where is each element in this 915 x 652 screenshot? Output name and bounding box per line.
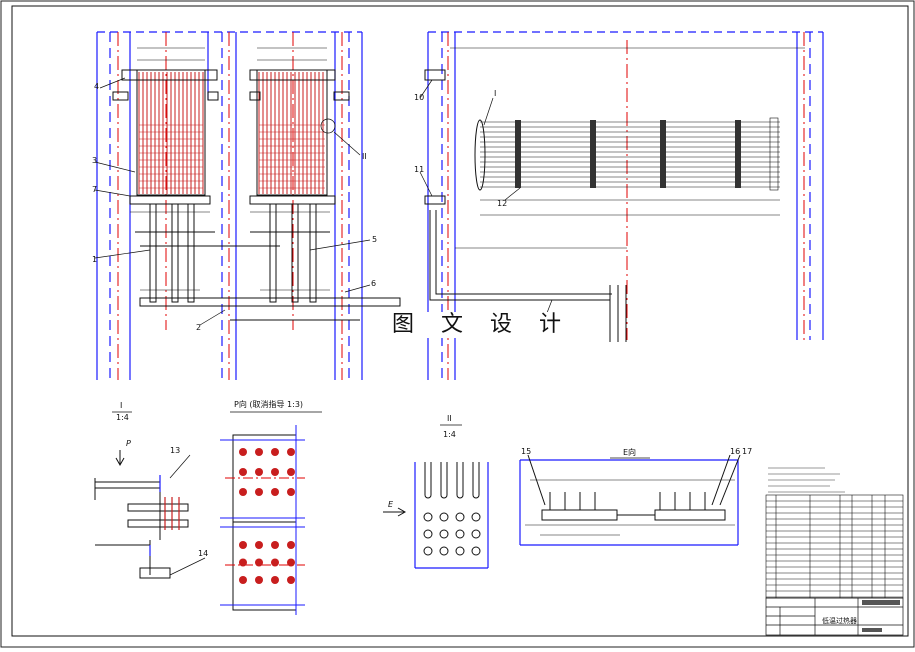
view-P-arrow-label: P [126,439,131,448]
front-view [94,31,401,380]
callout-3: 3 [92,156,97,165]
detail-I [94,411,206,579]
title-block [765,597,904,636]
callout-6: 6 [371,279,376,288]
callout-16: 16 [730,447,740,456]
view-P [220,411,322,615]
callout-1: 1 [92,255,97,264]
bom-table [765,494,904,599]
callout-11: 11 [414,165,424,174]
callout-10: 10 [414,93,424,102]
detail-I-label: I [120,401,122,410]
callout-15: 15 [521,447,531,456]
callout-2: 2 [196,323,201,332]
detail-I-scale: 1:4 [116,413,129,422]
side-view [419,31,824,380]
callout-12: 12 [497,199,507,208]
callout-roman-I: I [494,89,496,98]
callout-17: 17 [742,447,752,456]
callout-5: 5 [372,235,377,244]
callout-7-front: 7 [92,185,97,194]
watermark-text: 图 文 设 计 [388,312,575,338]
view-P-title: P向 (取消指导 1:3) [234,399,303,409]
callout-4: 4 [94,82,99,91]
detail-II-label: II [447,414,452,423]
callout-roman-II: II [362,152,367,161]
view-E [519,454,741,546]
view-E-arrow-label: E [388,500,394,509]
detail-II-scale: 1:4 [443,430,456,439]
detail-II [383,424,489,569]
callout-13: 13 [170,446,180,455]
drawing-name: 低温过热器 [822,616,857,625]
inner-frame [11,5,909,637]
view-E-title: E向 [623,447,636,457]
callout-14: 14 [198,549,208,558]
technical-notes [768,467,845,493]
